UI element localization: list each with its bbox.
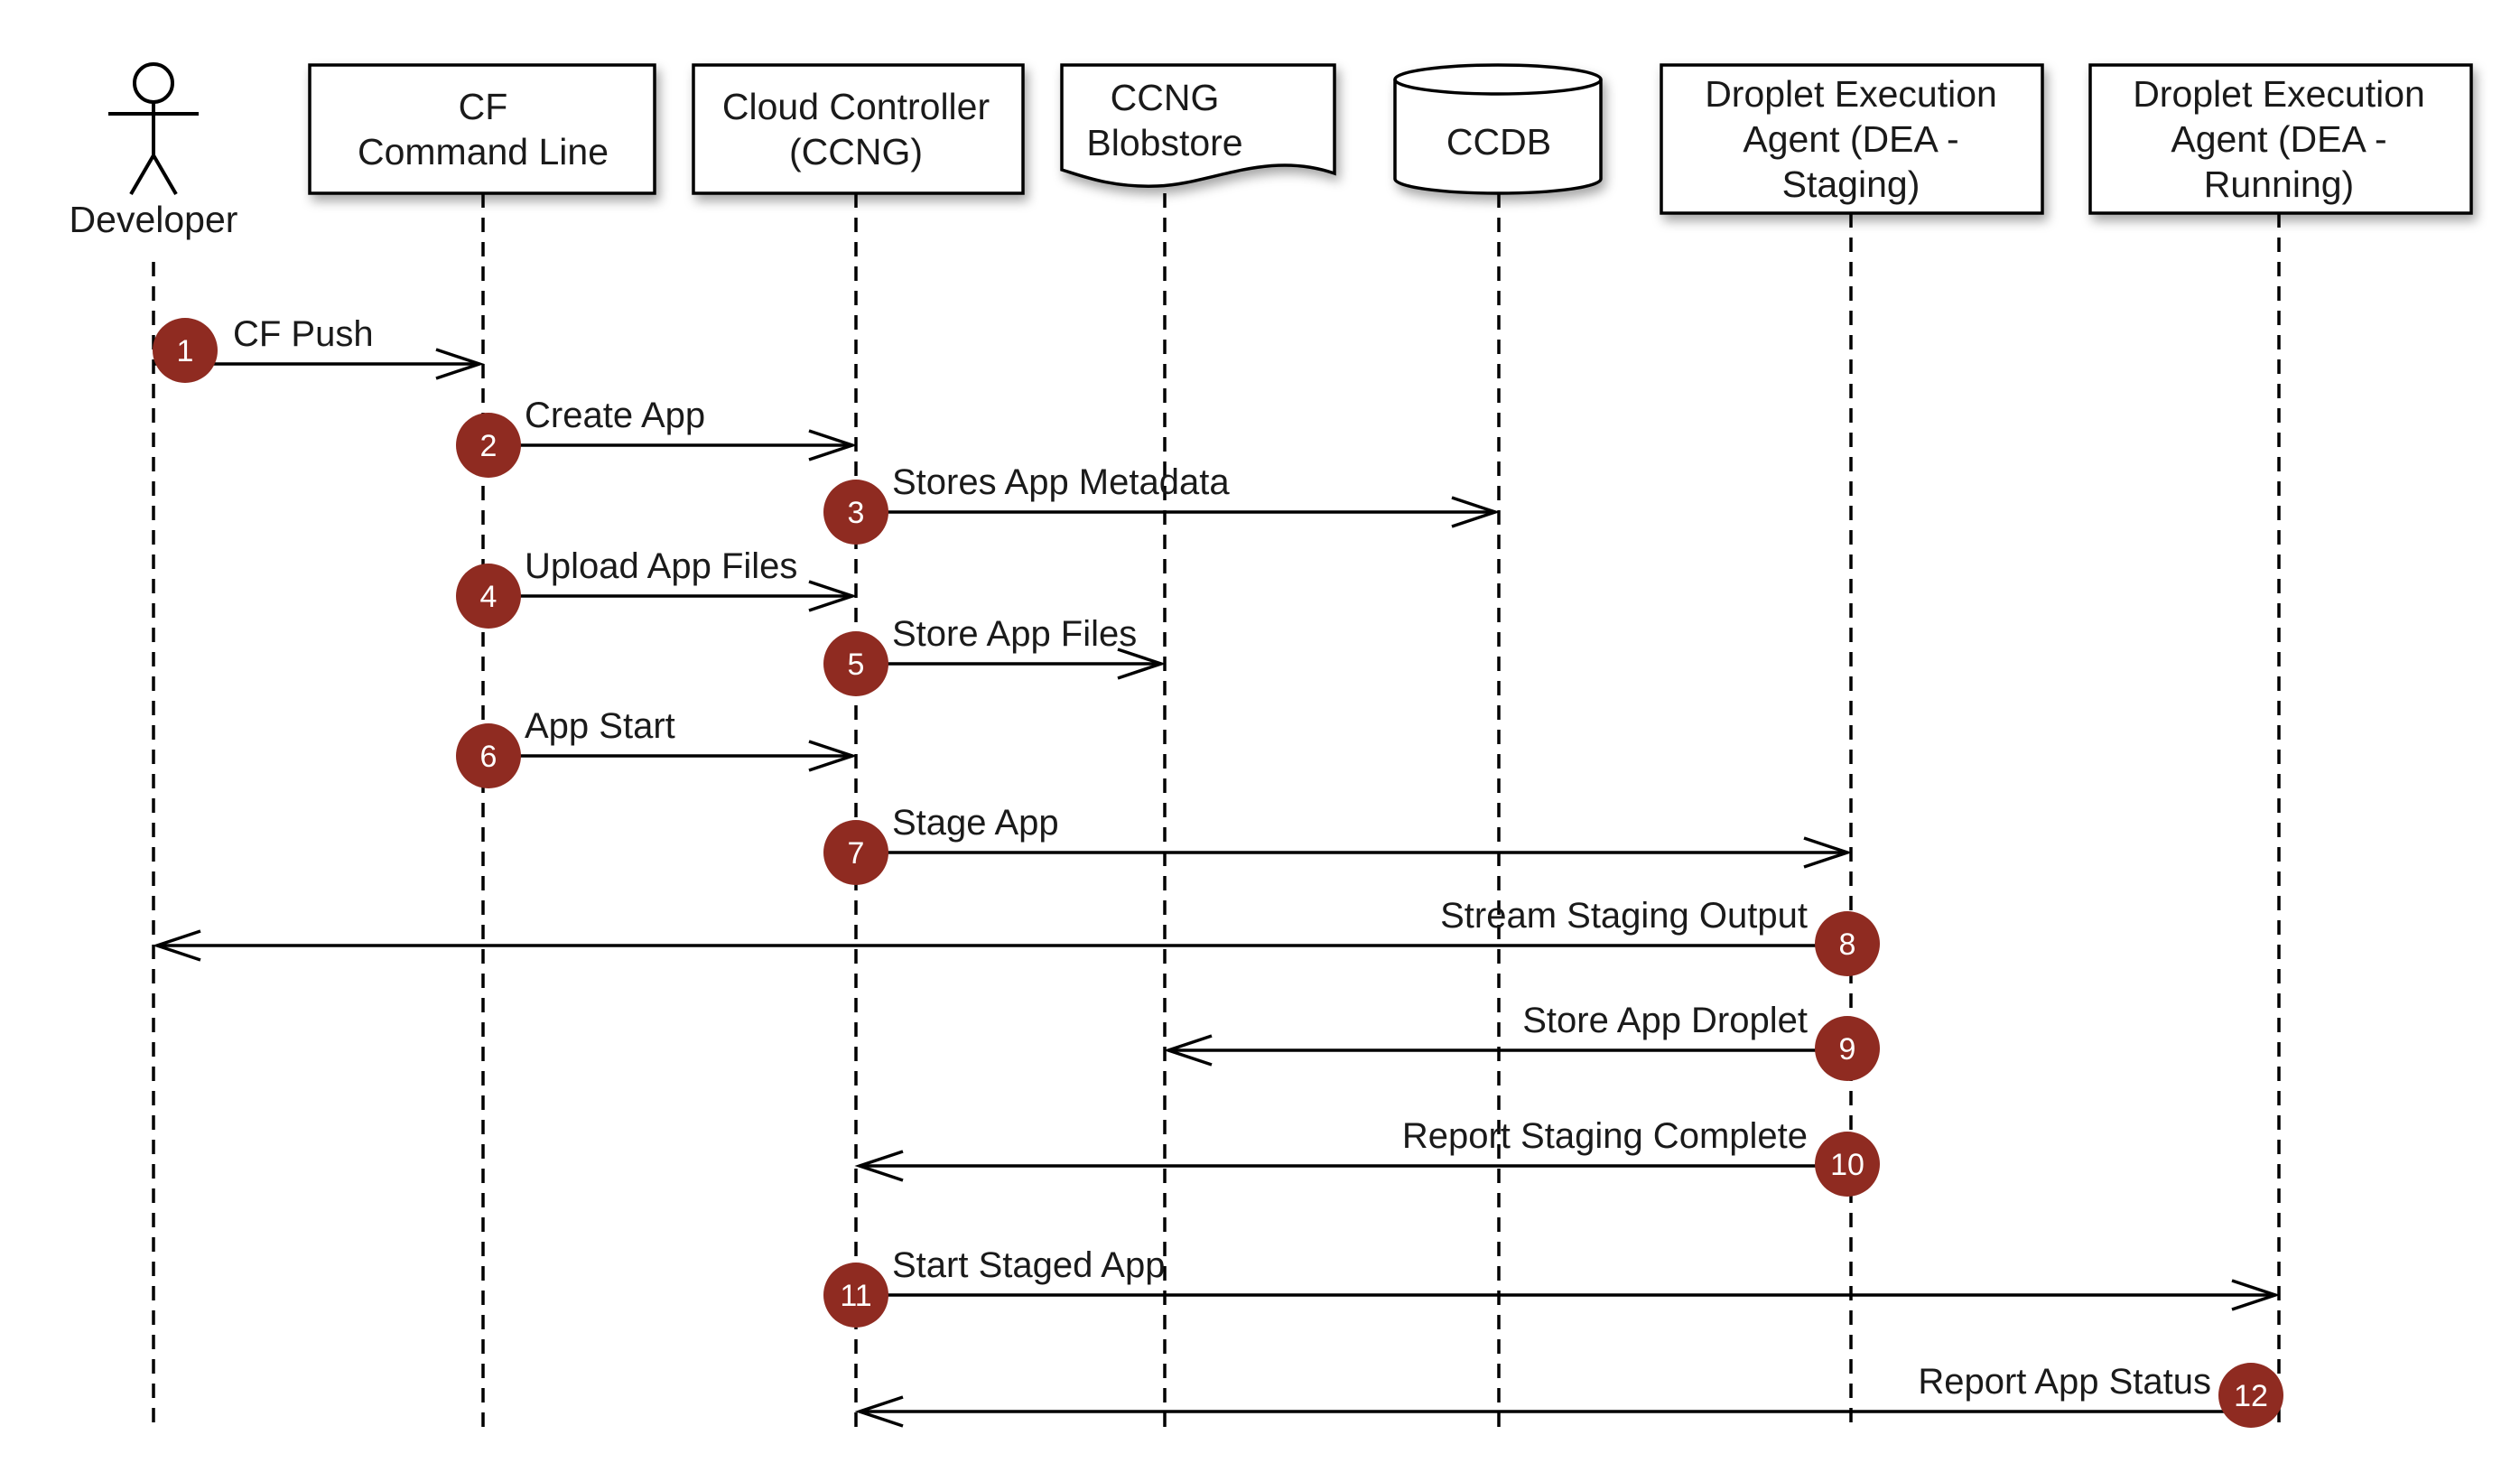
message-label: Start Staged App xyxy=(892,1245,1165,1285)
message-12: 12 Report App Status xyxy=(854,1362,2283,1428)
arrowhead-icon xyxy=(1117,648,1167,680)
step-badge xyxy=(823,820,888,885)
message-label: Report App Status xyxy=(1918,1362,2211,1402)
database-shape xyxy=(1393,63,1603,195)
participant-ccng: Cloud Controller(CCNG) xyxy=(692,63,1025,195)
arrowhead-icon xyxy=(1451,496,1501,528)
participant-label: Droplet Execution xyxy=(1705,73,1997,115)
arrowhead-icon xyxy=(1803,836,1853,869)
participant-label: CCDB xyxy=(1446,121,1551,163)
message-label: Store App Files xyxy=(892,614,1137,654)
participant-label: Command Line xyxy=(358,131,609,172)
message-label: Stores App Metadata xyxy=(892,462,1230,502)
arrowhead-icon xyxy=(808,429,858,461)
arrowhead-icon xyxy=(808,740,858,772)
participant-label: Developer xyxy=(70,199,238,240)
message-label: Stream Staging Output xyxy=(1440,896,1808,936)
arrowhead-icon xyxy=(854,1395,904,1428)
participant-label: Agent (DEA - xyxy=(2171,118,2386,160)
message-7: 7 Stage App xyxy=(823,803,1853,885)
step-badge xyxy=(823,631,888,696)
message-10: 10 Report Staging Complete xyxy=(854,1116,1880,1197)
participant-label: (CCNG) xyxy=(789,131,923,172)
message-5: 5 Store App Files xyxy=(823,614,1167,696)
message-label: App Start xyxy=(525,706,675,746)
step-badge xyxy=(456,723,521,788)
message-label: Upload App Files xyxy=(525,546,797,586)
step-number: 1 xyxy=(177,334,194,368)
participant-label: Cloud Controller xyxy=(722,86,990,127)
message-2: 2 Create App xyxy=(456,396,858,478)
message-8: 8 Stream Staging Output xyxy=(152,896,1880,976)
message-label: CF Push xyxy=(233,314,374,354)
step-badge xyxy=(1815,1016,1880,1081)
arrowhead-icon xyxy=(2231,1279,2281,1311)
message-6: 6 App Start xyxy=(456,706,858,788)
arrowhead-icon xyxy=(1163,1034,1213,1067)
database-rim xyxy=(1393,79,1603,96)
message-label: Store App Droplet xyxy=(1522,1001,1808,1040)
participant-label: Agent (DEA - xyxy=(1743,118,1958,160)
message-label: Create App xyxy=(525,396,705,435)
step-badge xyxy=(823,480,888,545)
step-number: 7 xyxy=(848,836,865,871)
arrowhead-icon xyxy=(854,1150,904,1182)
actor-icon xyxy=(108,62,199,196)
participant-box xyxy=(2088,63,2473,215)
step-number: 8 xyxy=(1839,927,1856,962)
participant-label: Running) xyxy=(2204,163,2354,205)
message-label: Report Staging Complete xyxy=(1402,1116,1808,1156)
participant-label: Droplet Execution xyxy=(2133,73,2425,115)
participant-box xyxy=(308,63,656,195)
step-number: 9 xyxy=(1839,1032,1856,1067)
message-3: 3 Stores App Metadata xyxy=(823,462,1501,545)
step-number: 6 xyxy=(480,740,497,774)
participant-ccdb: CCDB xyxy=(1393,63,1603,195)
arrowhead-icon xyxy=(808,580,858,612)
participant-label: CF xyxy=(459,86,508,127)
document-shape xyxy=(1060,63,1336,188)
message-label: Stage App xyxy=(892,803,1059,843)
step-number: 11 xyxy=(840,1279,871,1313)
step-number: 5 xyxy=(848,648,865,682)
message-11: 11 Start Staged App xyxy=(823,1245,2281,1328)
step-number: 12 xyxy=(2234,1379,2268,1413)
step-badge xyxy=(2218,1363,2283,1428)
step-number: 2 xyxy=(480,429,497,463)
participant-developer: Developer xyxy=(70,62,238,240)
step-badge xyxy=(1815,1132,1880,1197)
participant-label: Blobstore xyxy=(1086,122,1242,163)
step-number: 3 xyxy=(848,496,865,530)
message-9: 9 Store App Droplet xyxy=(1163,1001,1880,1081)
participant-box xyxy=(1660,63,2044,215)
step-badge xyxy=(1815,911,1880,976)
step-number: 4 xyxy=(480,580,497,614)
step-badge xyxy=(456,564,521,629)
step-number: 10 xyxy=(1830,1148,1864,1182)
participant-label: CCNG xyxy=(1111,77,1220,118)
step-badge xyxy=(823,1263,888,1328)
message-1: 1 CF Push xyxy=(153,314,485,383)
message-4: 4 Upload App Files xyxy=(456,546,858,629)
arrowhead-icon xyxy=(435,348,485,380)
step-badge xyxy=(456,413,521,478)
step-badge xyxy=(153,318,218,383)
arrowhead-icon xyxy=(152,929,201,962)
participant-label: Staging) xyxy=(1782,163,1920,205)
participant-box xyxy=(692,63,1025,195)
